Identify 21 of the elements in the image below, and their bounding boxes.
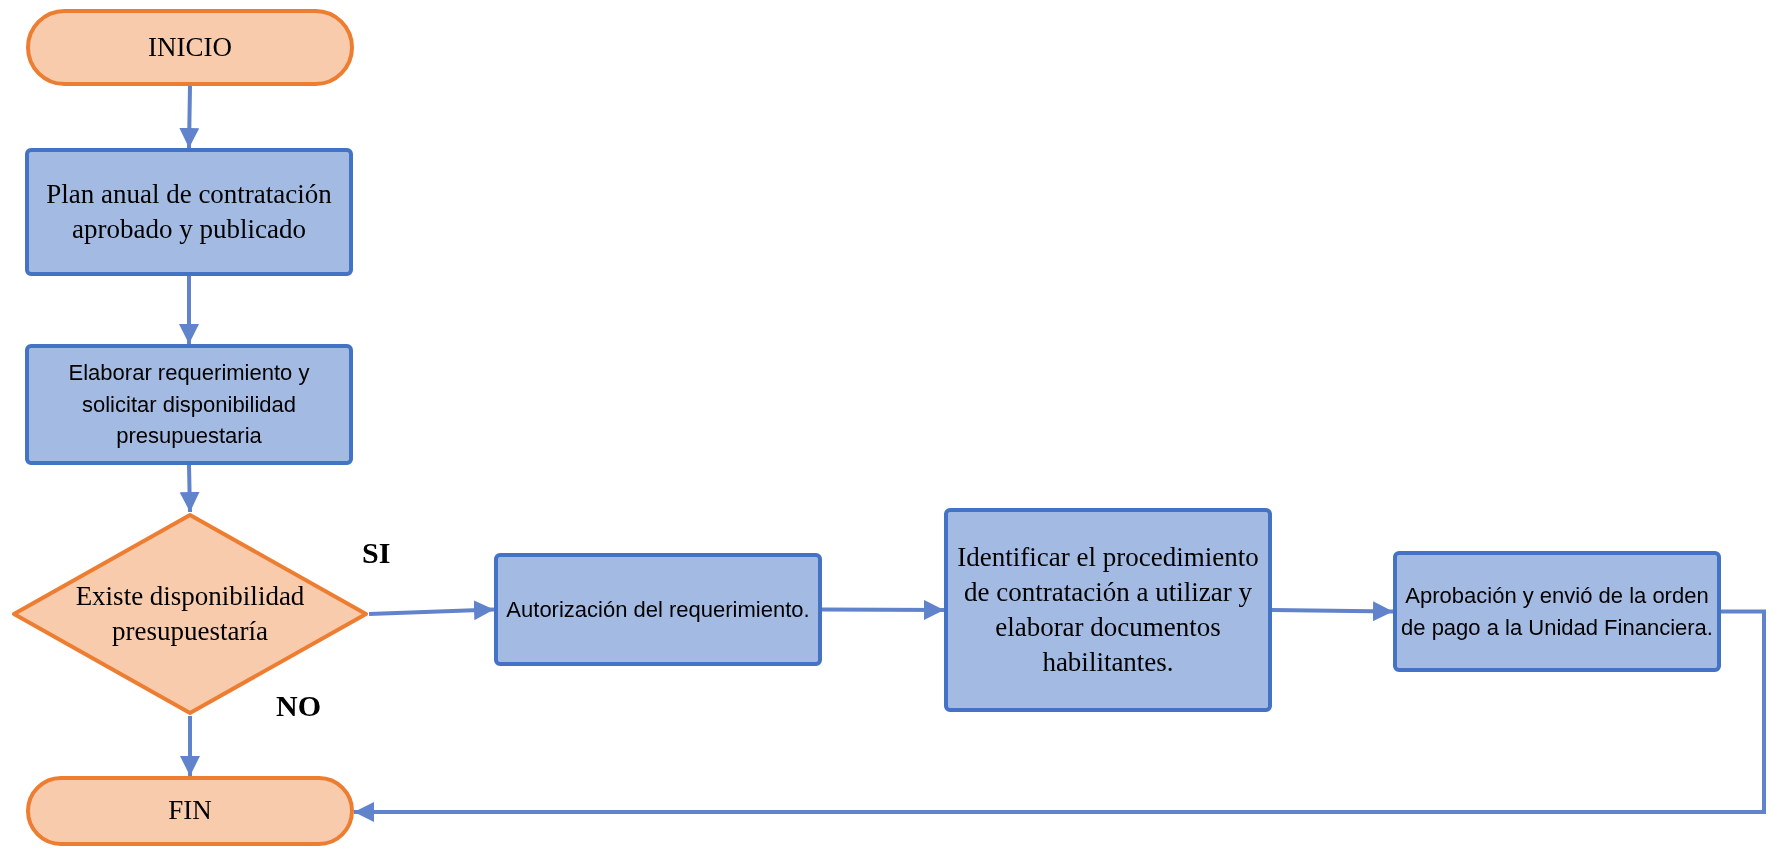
arrow <box>179 276 199 344</box>
process-box <box>25 344 353 465</box>
arrow <box>354 609 1766 822</box>
node-text: Aprobación y envió de la orden de pago a la Unidad Financiera. <box>1401 581 1713 642</box>
process-box <box>1393 551 1721 672</box>
arrow <box>368 600 495 621</box>
node-text: Elaborar requerimiento y solicitar disponibilidad presupuestaria <box>67 358 311 451</box>
process-box <box>944 508 1272 712</box>
arrow <box>179 464 200 513</box>
process-box <box>25 148 353 276</box>
arrow <box>179 85 200 149</box>
node-text: Plan anual de contratación aprobado y publicado <box>45 177 333 246</box>
process-box <box>494 553 822 666</box>
node-text: FIN <box>168 794 212 828</box>
node-text: INICIO <box>148 30 232 64</box>
arrow <box>1271 601 1394 622</box>
node-text: Existe disponibilidad presupuestaría <box>74 579 306 648</box>
node-text: Autorización del requerimiento. <box>506 595 810 624</box>
arrow <box>180 716 200 776</box>
node-text: Identificar el procedimiento de contratación a utilizar y elaborar documentos habilitantes. <box>956 540 1260 680</box>
arrow <box>822 599 944 620</box>
